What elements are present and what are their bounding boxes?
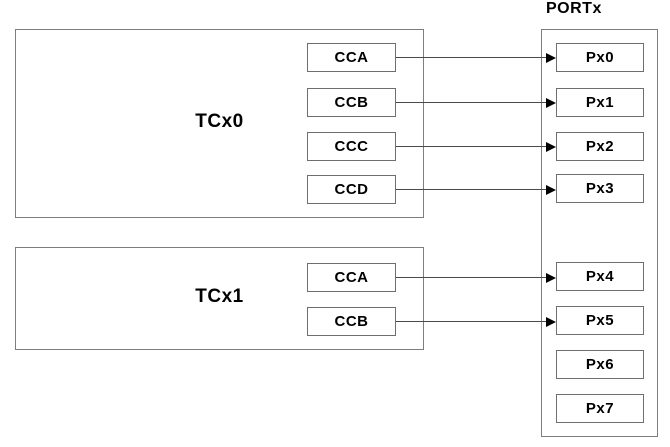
channel-box-tcx0-ccd: CCD: [307, 175, 396, 204]
pin-box-px6: Px6: [556, 350, 644, 379]
port-title: PORTx: [546, 0, 602, 17]
arrowhead-icon: [546, 141, 556, 152]
timer-block-tcx0: TCx0 CCA CCB CCC CCD: [15, 29, 424, 218]
channel-box-tcx0-cca: CCA: [307, 43, 396, 72]
timer-label-tcx0: TCx0: [195, 110, 244, 132]
arrowhead-icon: [546, 52, 556, 63]
channel-box-tcx1-ccb: CCB: [307, 307, 396, 336]
channel-box-tcx0-ccc: CCC: [307, 132, 396, 161]
pin-box-px3: Px3: [556, 174, 644, 203]
arrowhead-icon: [546, 272, 556, 283]
arrowhead-icon: [546, 97, 556, 108]
pin-box-px2: Px2: [556, 132, 644, 161]
arrow-line-cca-px0: [396, 57, 546, 58]
arrow-line-ccb-px1: [396, 102, 546, 103]
timer-block-tcx1: TCx1 CCA CCB: [15, 247, 424, 350]
pin-box-px0: Px0: [556, 43, 644, 72]
pin-box-px5: Px5: [556, 306, 644, 335]
pin-box-px4: Px4: [556, 262, 644, 291]
port-block: Px0 Px1 Px2 Px3 Px4 Px5 Px6 Px7: [541, 29, 658, 437]
channel-box-tcx1-cca: CCA: [307, 263, 396, 292]
arrow-line-cca-px4: [396, 277, 546, 278]
arrowhead-icon: [546, 316, 556, 327]
arrow-line-ccb-px5: [396, 321, 546, 322]
pin-box-px1: Px1: [556, 88, 644, 117]
timer-label-tcx1: TCx1: [195, 285, 244, 307]
pin-box-px7: Px7: [556, 394, 644, 423]
arrow-line-ccc-px2: [396, 146, 546, 147]
arrowhead-icon: [546, 184, 556, 195]
channel-box-tcx0-ccb: CCB: [307, 88, 396, 117]
arrow-line-ccd-px3: [396, 189, 546, 190]
